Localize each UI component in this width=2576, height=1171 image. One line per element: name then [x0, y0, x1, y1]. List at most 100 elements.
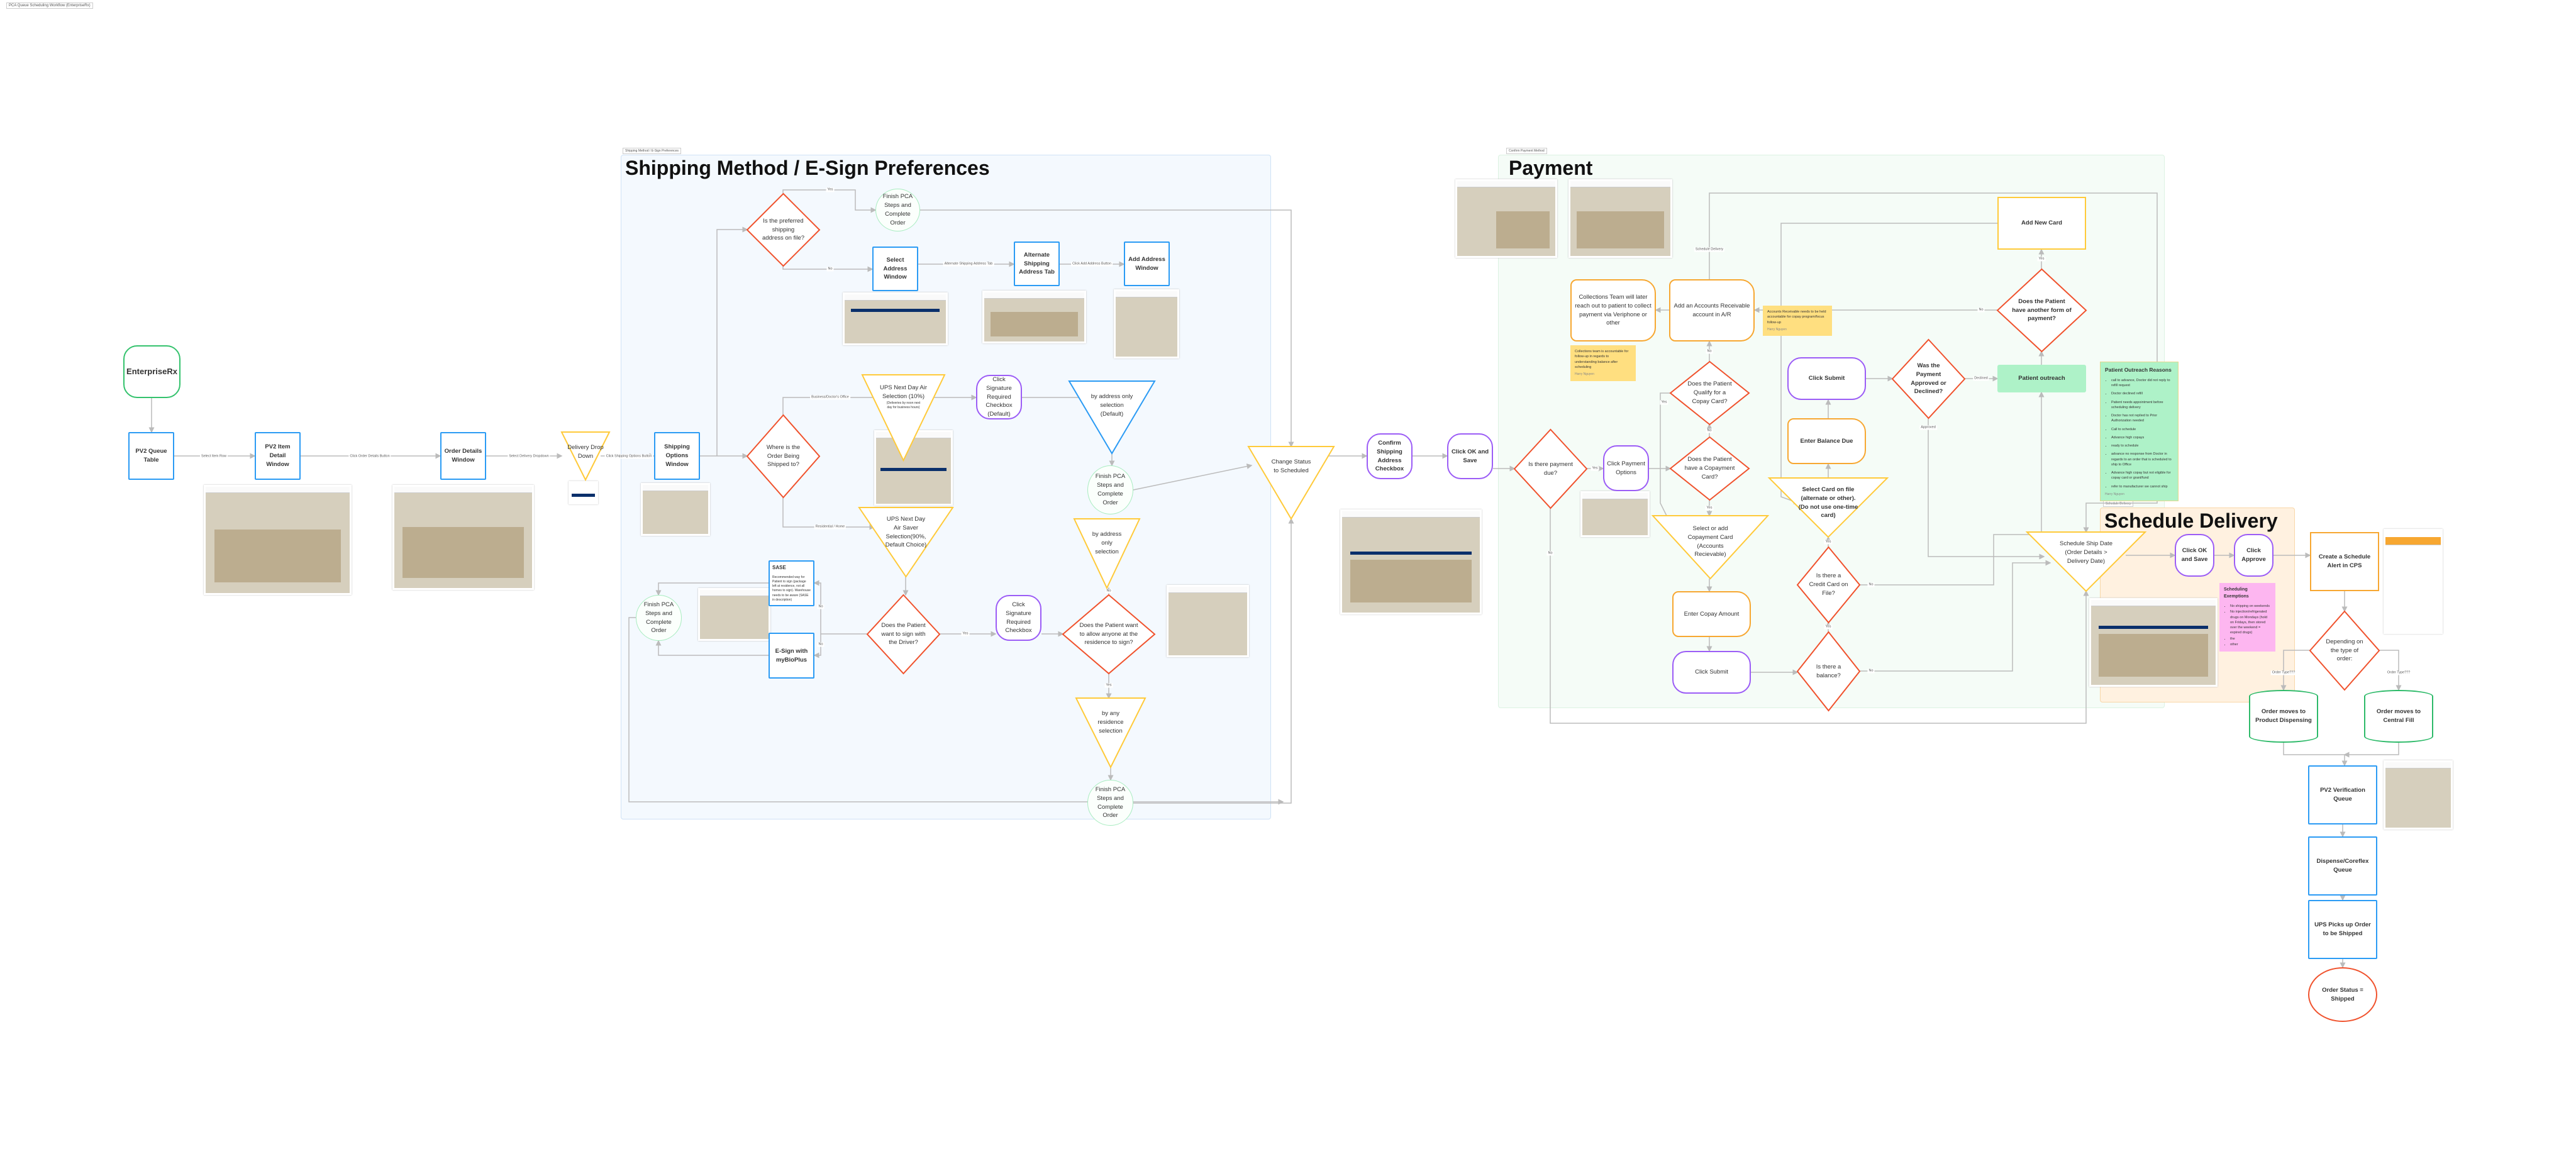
node-subtitle: (Deliveries by noon next day for busines…: [886, 401, 921, 409]
sticky-note-scheduling-exemptions: Scheduling Exemptions No shipping on wee…: [2219, 583, 2275, 652]
selection-by-any-residence: by any residence selection: [1076, 698, 1145, 767]
edge-label: Select Item Row: [199, 454, 228, 459]
node-label: PV2 Queue Table: [135, 448, 167, 463]
screenshot-select-address: [843, 292, 948, 345]
data-collections-team: Collections Team will later reach out to…: [1570, 279, 1656, 341]
note-item: advance no response from Doctor in regar…: [2111, 452, 2174, 467]
node-label: Was the Payment Approved or Declined?: [1911, 362, 1946, 396]
decision-order-type: Depending on the type of order:: [2310, 611, 2379, 690]
note-author: Harry Nguyen: [1575, 372, 1594, 376]
node-label: UPS Next Day Air Selection (10%)(Deliver…: [865, 384, 942, 410]
node-label: UPS Next Day Air Saver Selection(90%, De…: [885, 516, 927, 549]
connector: [716, 226, 748, 456]
node-label: Enter Copay Amount: [1684, 610, 1740, 618]
node-label: Schedule Ship Date (Order Details > Deli…: [2060, 540, 2112, 565]
decision-is-balance: Is there a balance?: [1797, 632, 1860, 711]
node-label: by address only selection: [1092, 531, 1122, 555]
data-central-fill: Order moves to Central Fill: [2364, 690, 2433, 743]
edge-label: Alternate Shipping Address Tab: [943, 262, 994, 267]
screenshot-delivery-dropdown: [569, 481, 598, 504]
edge-label: Select Delivery Dropdown: [508, 454, 550, 459]
decision-sign-with-driver: Does the Patient want to sign with the D…: [867, 595, 940, 674]
connector: [2343, 743, 2399, 758]
connector: [655, 640, 769, 656]
node-label: Click Payment Options: [1607, 460, 1645, 476]
note-item: No shipping on weekends: [2230, 604, 2271, 609]
node-label: Patient outreach: [2018, 375, 2065, 382]
note-text: Collections team is accountable for foll…: [1575, 350, 1629, 369]
node-label: Finish PCA Steps and Complete Order: [1095, 473, 1126, 506]
node-label: by address only selection (Default): [1091, 393, 1133, 418]
end-order-shipped: Order Status = Shipped: [2308, 967, 2377, 1022]
data-enter-copay-amount: Enter Copay Amount: [1672, 591, 1751, 637]
decision-payment-approved: Was the Payment Approved or Declined?: [1892, 340, 1965, 418]
decision-where-shipped: Where is the Order Being Shipped to?: [747, 415, 819, 497]
screenshot-delivery-date-calendar: [2089, 598, 2218, 687]
process-select-address-window: Select Address Window: [872, 247, 918, 291]
selection-ups-air-saver: UPS Next Day Air Saver Selection(90%, De…: [859, 508, 953, 577]
selection-ups-next-day-air: UPS Next Day Air Selection (10%)(Deliver…: [862, 375, 945, 460]
action-click-submit: Click Submit: [1672, 651, 1751, 694]
node-label: Add Address Window: [1128, 255, 1165, 272]
selection-by-address-only: by address only selection: [1074, 519, 1140, 588]
edge-label: Business/Doctor's Office: [810, 395, 850, 400]
connector: [1928, 418, 2045, 560]
action-click-payment-options: Click Payment Options: [1603, 445, 1649, 491]
note-item: call to advance, Doctor did not reply to…: [2111, 378, 2174, 389]
connector: [1860, 391, 2045, 586]
node-label: Click Submit: [1695, 669, 1728, 676]
connector: [1709, 192, 2158, 533]
section-tag: Confirm Payment Method: [1506, 148, 1547, 154]
screenshot-payment-window: [1455, 179, 1557, 258]
edge-label: Yes: [1824, 624, 1833, 630]
node-label: Order Status = Shipped: [2322, 986, 2363, 1002]
node-label: Is there payment due?: [1528, 460, 1573, 477]
node-label: Select Address Window: [883, 256, 908, 281]
node-label: Does the Patient have another form of pa…: [2012, 297, 2072, 323]
connector: [2280, 650, 2310, 691]
node-label: Click OK and Save: [1451, 448, 1489, 464]
edge-label: Approved: [1919, 425, 1937, 430]
section-title-shipping: Shipping Method / E-Sign Preferences: [625, 157, 990, 179]
connector: [2283, 743, 2348, 767]
screenshot-add-address: [1114, 289, 1179, 358]
connector: [1550, 508, 2089, 724]
sticky-note-ar: Accounts Receivable needs to be held acc…: [1763, 306, 1832, 336]
process-create-schedule-alert: Create a Schedule Alert in CPS: [2310, 532, 2379, 591]
selection-delivery-drop-down: Delivery Drop Down: [562, 432, 609, 480]
node-label: by any residence selection: [1097, 710, 1124, 735]
decision-preferred-address: Is the preferred shipping address on fil…: [747, 194, 819, 266]
node-label: Finish PCA Steps and Complete Order: [643, 601, 674, 635]
decision-allow-anyone-sign: Does the Patient want to allow anyone at…: [1063, 595, 1155, 674]
node-label: Add New Card: [2021, 219, 2062, 227]
action-click-signature: Click Signature Required Checkbox: [996, 595, 1041, 641]
decision-another-payment: Does the Patient have another form of pa…: [1997, 269, 2086, 352]
section-title-schedule: Schedule Delivery: [2104, 509, 2278, 532]
selection-copay-card: Select or add Copayment Card (Accounts R…: [1653, 516, 1768, 579]
edge-label: No: [1867, 669, 1875, 674]
node-label: Does the Patient Qualify for a Copay Car…: [1687, 380, 1732, 405]
screenshot-payment-options: [1580, 491, 1650, 537]
screenshot-ar-customer-search: [1568, 179, 1672, 258]
process-order-details-window: Order Details Window: [440, 432, 486, 480]
edge-label: Schedule Delivery: [1694, 247, 1725, 252]
note-item: Advance high copays: [2111, 435, 2174, 440]
node-label: PV2 Item Detail Window: [265, 443, 291, 468]
node-label: Collections Team will later reach out to…: [1575, 293, 1652, 327]
data-add-ar-account: Add an Accounts Receivable account in A/…: [1669, 279, 1755, 341]
edge-label: No: [1867, 582, 1875, 587]
node-label: Order moves to Product Dispensing: [2255, 708, 2312, 724]
note-item: Doctor has not replied to Prior Authoriz…: [2111, 413, 2174, 424]
screenshot-order-details: [392, 485, 534, 590]
data-enter-balance-due: Enter Balance Due: [1787, 418, 1866, 464]
node-label: Select Card on file (alternate or other)…: [1798, 486, 1858, 519]
edge-label: No: [1706, 349, 1713, 354]
node-label: Is there a balance?: [1816, 663, 1841, 679]
edge-label: Click Order Details Button: [348, 454, 391, 459]
node-label: Order moves to Central Fill: [2376, 708, 2421, 724]
screenshot-cps-alert: [2384, 529, 2443, 634]
connector: [782, 266, 874, 272]
node-label: EnterpriseRx: [126, 366, 177, 376]
edge-label: Yes: [1591, 466, 1599, 471]
node-label: Change Status to Scheduled: [1271, 458, 1311, 474]
